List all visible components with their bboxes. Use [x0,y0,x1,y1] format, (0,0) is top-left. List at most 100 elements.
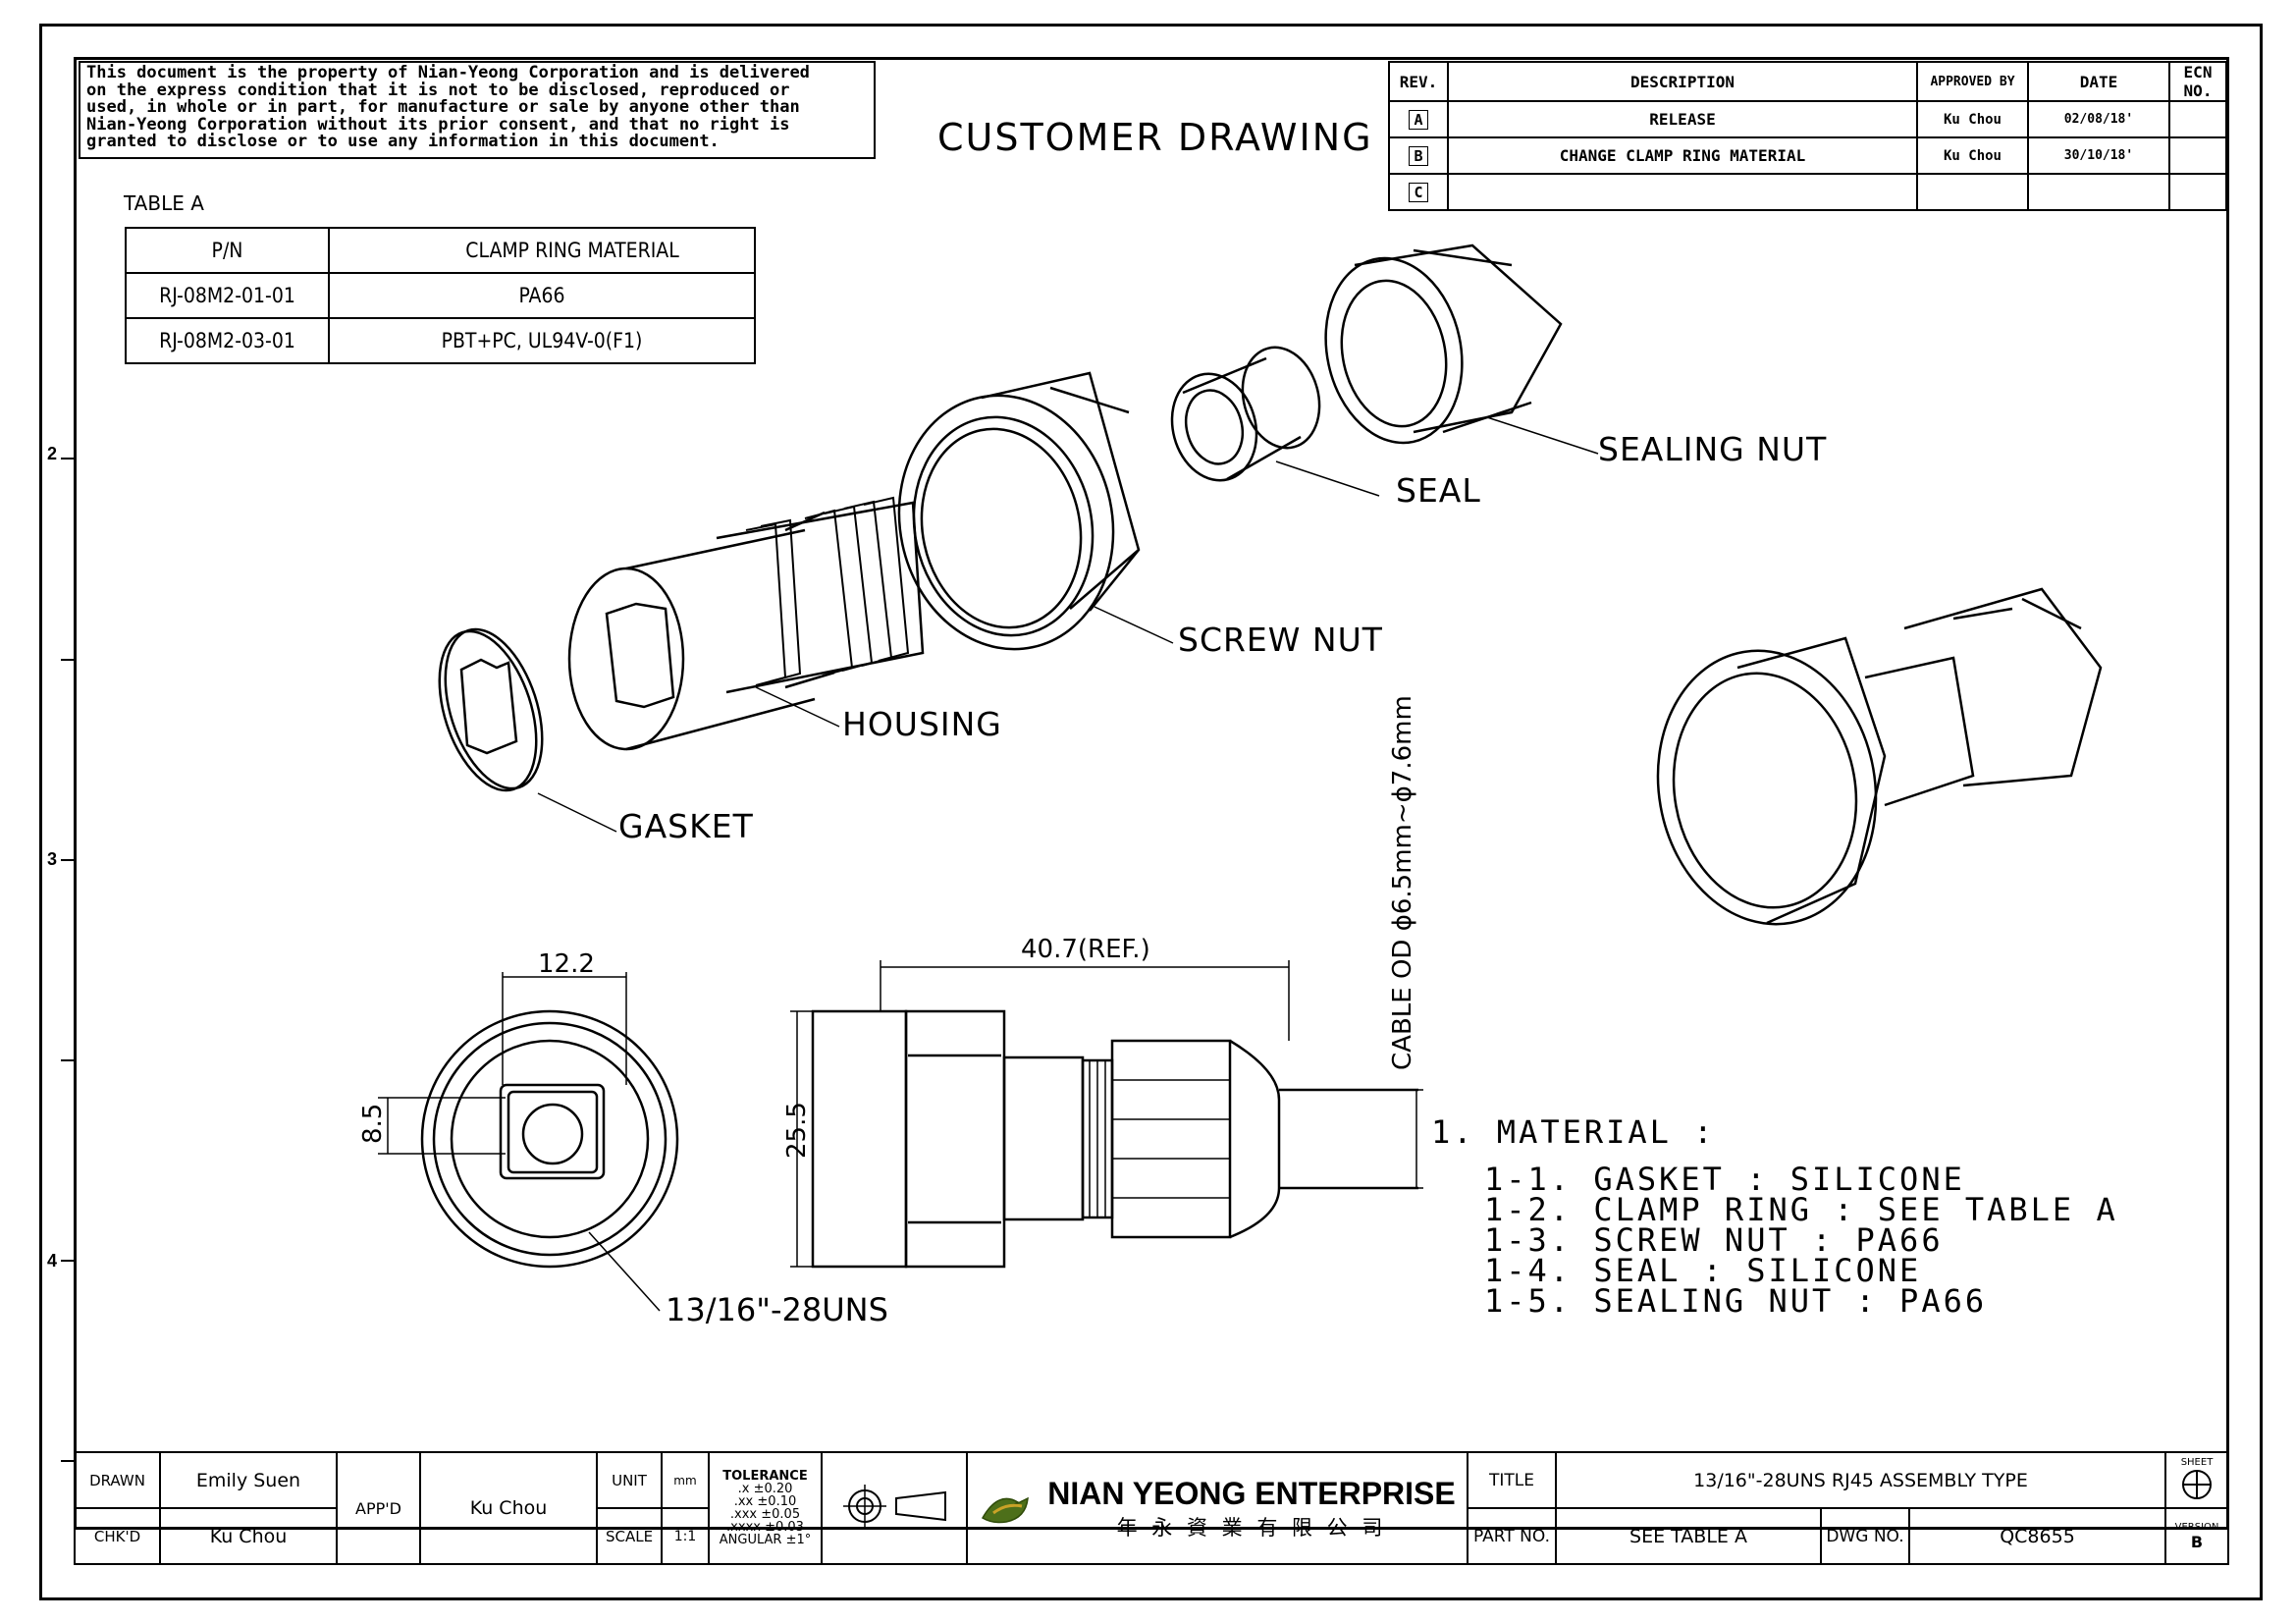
rev-ecn [2168,173,2227,211]
version-block: VERSION B [2164,1507,2229,1565]
dim-height: 8.5 [358,1104,388,1144]
outer-border [39,24,2263,1600]
projection-symbol [821,1451,968,1565]
table-row: RJ-08M2-03-01 PBT+PC, UL94V-0(F1) [125,317,756,364]
table-cell: RJ-08M2-01-01 [125,272,330,319]
sealing-nut-part [1324,243,1563,445]
dim-cable-od: CABLE OD ϕ6.5mm~ϕ7.6mm [1388,695,1417,1070]
tolerance-row: ANGULAR ±1° [719,1533,812,1547]
unit-label: UNIT [596,1451,663,1509]
approved-label: APP'D [336,1451,421,1565]
part-no-label: PART NO. [1467,1507,1557,1565]
label-housing: HOUSING [842,705,1002,743]
scale-value: 1:1 [661,1507,710,1565]
drawing-title: CUSTOMER DRAWING [937,116,1373,159]
table-a-caption: TABLE A [124,191,204,215]
dim-diameter: 25.5 [782,1102,812,1159]
notice-line: This document is the property of Nian-Ye… [86,63,810,82]
table-header: P/N [125,227,330,274]
sheet-symbol [2182,1469,2212,1499]
sheet-block: SHEET [2164,1451,2229,1509]
revision-row: B CHANGE CLAMP RING MATERIAL Ku Chou 30/… [1388,136,2227,175]
material-item: 1-2. CLAMP RING : SEE TABLE A [1484,1191,2118,1228]
tolerance-block: TOLERANCE .x ±0.20 .xx ±0.10 .xxx ±0.05 … [708,1451,823,1565]
dimension-lines [378,416,1599,1312]
label-sealing-nut: SEALING NUT [1598,430,1828,468]
rev-description: RELEASE [1447,100,1918,138]
sheet-label: SHEET [2180,1456,2214,1468]
description-header: DESCRIPTION [1447,61,1918,102]
rev-approved: Ku Chou [1916,100,2029,138]
tolerance-row: .xxxx ±0.03 [726,1520,804,1535]
drawing-title-value: 13/16"-28UNS RJ45 ASSEMBLY TYPE [1555,1451,2166,1509]
approved-header: APPROVED BY [1916,61,2029,102]
approved-by: Ku Chou [419,1451,598,1565]
dim-length: 40.7(REF.) [1021,935,1150,964]
material-item: 1-4. SEAL : SILICONE [1484,1252,1922,1289]
tolerance-row: .x ±0.20 [737,1482,793,1496]
rev-approved: Ku Chou [1916,136,2029,175]
dwg-no-label: DWG NO. [1820,1507,1910,1565]
zone-marker: 3 [47,849,58,869]
unit-value: mm [661,1451,710,1509]
table-cell: PA66 [328,272,756,319]
notice-line: on the express condition that it is not … [86,80,790,100]
dwg-no-value: QC8655 [1908,1507,2166,1565]
label-seal: SEAL [1396,471,1481,510]
rev-ecn [2168,136,2227,175]
checked-by: Ku Chou [159,1507,338,1565]
confidentiality-notice: This document is the property of Nian-Ye… [79,61,876,159]
notice-line: Nian-Yeong Corporation without its prior… [86,114,790,135]
rev-date: 02/08/18' [2027,100,2170,138]
drawn-by: Emily Suen [159,1451,338,1509]
rev-header: REV. [1388,61,1449,102]
material-item: 1-3. SCREW NUT : PA66 [1484,1221,1944,1259]
date-header: DATE [2027,61,2170,102]
gasket-part [438,627,544,792]
table-header-row: P/N CLAMP RING MATERIAL [125,227,756,274]
drawn-label: DRAWN [74,1451,161,1509]
notice-line: used, in whole or in part, for manufactu… [86,97,800,117]
table-cell: PBT+PC, UL94V-0(F1) [328,317,756,364]
assembled-view [1656,587,2103,926]
rev-date: 30/10/18' [2027,136,2170,175]
revision-header-row: REV. DESCRIPTION APPROVED BY DATE ECN NO… [1388,61,2227,102]
table-row: RJ-08M2-01-01 PA66 [125,272,756,319]
rev-date [2027,173,2170,211]
tolerance-label: TOLERANCE [722,1469,808,1484]
zone-marker: 4 [47,1251,58,1271]
revision-table: REV. DESCRIPTION APPROVED BY DATE ECN NO… [1388,61,2227,211]
title-label: TITLE [1467,1451,1557,1509]
ecn-header: ECN NO. [2168,61,2227,102]
title-block: DRAWN Emily Suen APP'D Ku Chou UNIT mm T… [74,1451,2229,1565]
zone-marker: 2 [47,444,58,463]
version-value: B [2190,1532,2204,1551]
scale-label: SCALE [596,1507,663,1565]
checked-label: CHK'D [74,1507,161,1565]
dim-width: 12.2 [538,949,595,979]
thread-label: 13/16"-28UNS [666,1291,888,1328]
revision-row: A RELEASE Ku Chou 02/08/18' [1388,100,2227,138]
label-gasket: GASKET [618,807,754,845]
material-heading: 1. MATERIAL : [1431,1113,1716,1151]
tolerance-row: .xx ±0.10 [733,1494,797,1509]
label-screw-nut: SCREW NUT [1178,621,1383,659]
rev-triangle: A [1388,100,1449,138]
rev-approved [1916,173,2029,211]
tolerance-row: .xxx ±0.05 [729,1507,801,1522]
screw-nut-part [897,371,1141,651]
rev-triangle: B [1388,136,1449,175]
rev-description: CHANGE CLAMP RING MATERIAL [1447,136,1918,175]
material-item: 1-1. GASKET : SILICONE [1484,1161,1965,1198]
part-no-value: SEE TABLE A [1555,1507,1822,1565]
version-label: VERSION [2174,1521,2219,1533]
rev-ecn [2168,100,2227,138]
housing-part [567,496,925,751]
front-view [420,1009,679,1269]
table-header: CLAMP RING MATERIAL [328,227,756,274]
revision-row: C [1388,173,2227,211]
zone-ticks [61,458,76,1462]
notice-line: granted to disclose or to use any inform… [86,132,720,151]
side-view [811,1009,1418,1269]
